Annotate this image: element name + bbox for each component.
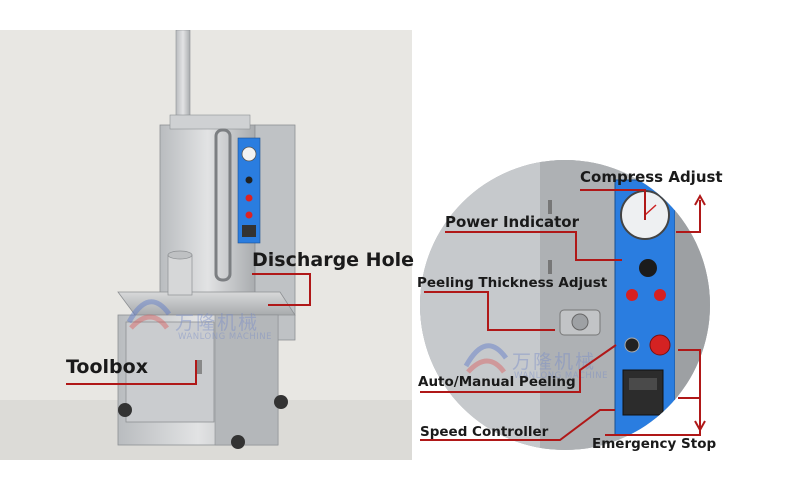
label-power-indicator: Power Indicator: [445, 213, 579, 231]
label-peeling-thickness-adjust: Peeling Thickness Adjust: [417, 275, 608, 291]
watermark-logo: [125, 292, 173, 339]
machine-photo: [0, 29, 412, 460]
watermark-logo-right: [462, 336, 510, 383]
machine-illustration: [0, 29, 412, 460]
watermark-cn: 万隆机械: [175, 312, 260, 334]
label-emergency-stop: Emergency Stop: [592, 436, 717, 452]
watermark-cn-right: 万隆机械: [512, 351, 597, 373]
watermark-en-right: WANLONG MACHINE: [514, 371, 608, 381]
label-auto-manual-peeling: Auto/Manual Peeling: [418, 374, 576, 390]
label-discharge-hole: Discharge Hole: [252, 249, 415, 271]
label-toolbox: Toolbox: [66, 356, 148, 378]
label-compress-adjust: Compress Adjust: [580, 168, 723, 186]
watermark-en: WANLONG MACHINE: [178, 332, 272, 342]
label-speed-controller: Speed Controller: [420, 424, 549, 440]
